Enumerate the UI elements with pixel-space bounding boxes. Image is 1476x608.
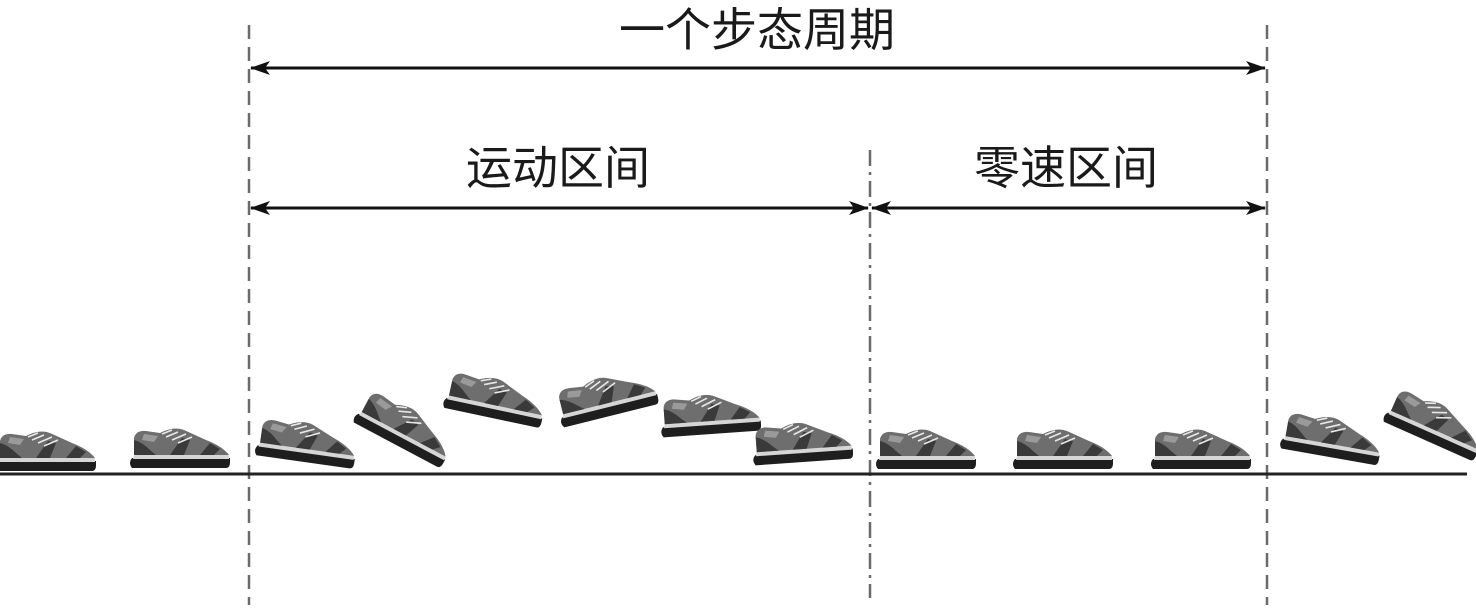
shoe-icon	[0, 430, 97, 472]
motion-interval-label: 运动区间	[466, 141, 650, 195]
zero-velocity-interval-label: 零速区间	[974, 141, 1158, 195]
shoe-icon	[1381, 384, 1476, 463]
shoe-icon	[1012, 428, 1114, 470]
shoe-icon	[658, 390, 763, 439]
shoe-icon	[351, 385, 460, 470]
shoe-icon	[875, 428, 977, 470]
shoe-icon	[1278, 408, 1386, 467]
shoe-icon	[552, 364, 661, 429]
shoe-icon	[1150, 428, 1252, 470]
shoe-icon	[129, 427, 231, 469]
shoe-icon	[750, 418, 855, 467]
shoe-icon	[441, 368, 550, 430]
shoe-icon	[253, 415, 360, 470]
gait-cycle-label: 一个步态周期	[619, 3, 895, 57]
shoe-sequence	[0, 364, 1476, 472]
